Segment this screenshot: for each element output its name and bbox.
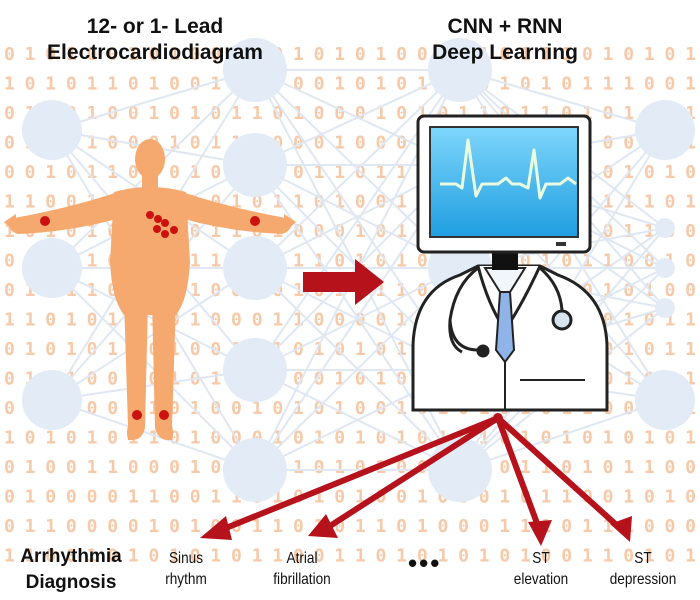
binary-row: 1 1 0 0 1 0 1 0 1 0 1 0 1 1 0 0 1 1 0 1 … (4, 546, 696, 567)
binary-row: 0 1 0 1 0 0 1 0 1 0 0 0 1 0 1 0 1 0 1 0 … (4, 44, 696, 65)
binary-row: 0 1 0 0 1 1 0 0 0 1 0 1 0 1 1 0 1 0 1 0 … (4, 457, 696, 478)
network-node (635, 370, 695, 430)
more-classes-ellipsis: ••• (408, 548, 442, 578)
deep-learning-title: CNN + RNN Deep Learning (400, 14, 610, 66)
class-label-line1: Atrial (286, 550, 318, 567)
network-node (223, 133, 287, 197)
deep-learning-title-line2: Deep Learning (432, 41, 578, 64)
network-node (223, 38, 287, 102)
process-arrow (303, 259, 384, 305)
ecg-title-line2: Electrocardiodiagram (47, 41, 263, 64)
diagnosis-heading-line1: Arrhythmia (20, 546, 122, 567)
network-node (223, 438, 287, 502)
ecg-title: 12- or 1- Lead Electrocardiodiagram (40, 14, 270, 66)
doctor-computer-icon (411, 114, 609, 412)
class-sinus-rhythm: Sinus rhythm (152, 548, 220, 590)
class-label-line1: ST (634, 550, 652, 567)
class-label-line2: fibrillation (273, 571, 331, 588)
network-edge (51, 267, 256, 471)
network-edge (51, 69, 256, 131)
network-node (223, 338, 287, 402)
network-edge (51, 399, 256, 471)
neural-network-nodes (22, 38, 695, 502)
network-node (22, 100, 82, 160)
class-label-line2: depression (609, 571, 677, 588)
network-node (428, 38, 492, 102)
network-node (655, 258, 675, 278)
network-node (22, 238, 82, 298)
class-st-elevation: ST elevation (504, 548, 577, 590)
class-atrial-fibrillation: Atrial fibrillation (260, 548, 345, 590)
body-silhouette (4, 139, 296, 440)
class-label-line2: rhythm (165, 571, 207, 588)
network-node (223, 236, 287, 300)
ecg-title-line1: 12- or 1- Lead (86, 15, 224, 38)
network-edge (459, 69, 666, 131)
human-body-icon (4, 139, 296, 440)
class-st-depression: ST depression (598, 548, 688, 590)
diagnosis-heading: Arrhythmia Diagnosis (6, 544, 136, 596)
network-node (22, 370, 82, 430)
network-node (635, 100, 695, 160)
diagnosis-arrows (200, 413, 632, 546)
network-node (655, 218, 675, 238)
class-label-line1: Sinus (168, 550, 204, 567)
diagnosis-heading-line2: Diagnosis (25, 572, 117, 593)
deep-learning-title-line1: CNN + RNN (447, 15, 563, 38)
ecg-electrodes (40, 211, 260, 420)
binary-row: 0 1 1 0 0 0 0 1 0 1 0 0 1 1 0 1 0 1 1 0 … (4, 516, 696, 537)
class-label-line2: elevation (513, 571, 569, 588)
network-node (655, 298, 675, 318)
stethoscope-icon (448, 266, 573, 358)
network-edge (254, 69, 461, 269)
class-label-line1: ST (532, 550, 550, 567)
ecg-waveform-icon (440, 138, 577, 200)
network-edge (51, 369, 256, 401)
network-edge (254, 69, 461, 166)
network-edge (459, 399, 666, 471)
